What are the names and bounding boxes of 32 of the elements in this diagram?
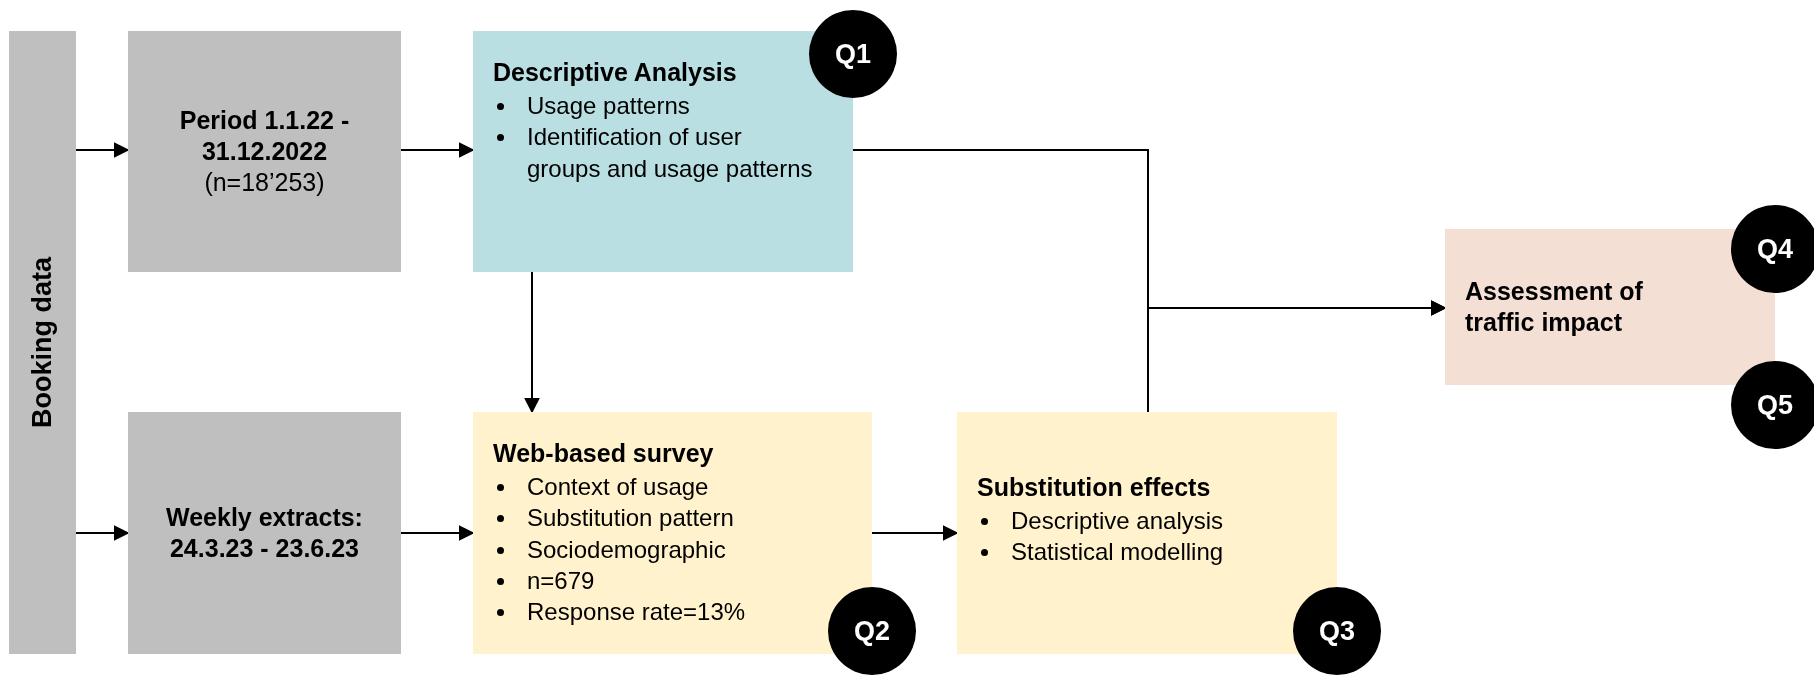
bullet-item: Substitution pattern — [527, 502, 832, 534]
box-heading: Assessment of traffic impact — [1465, 275, 1644, 338]
bullet-item: n=679 — [527, 564, 832, 596]
bullet-item: Descriptive analysis — [1011, 505, 1297, 537]
bullet-item: Response rate=13% — [527, 596, 832, 628]
box-heading: Substitution effects — [977, 472, 1212, 503]
arrow — [400, 525, 475, 541]
bar-label: Booking data — [27, 257, 58, 428]
bullet-item: Sociodemographic — [527, 533, 832, 565]
arrow — [1147, 300, 1447, 413]
arrow — [524, 271, 540, 414]
question-label: Q2 — [854, 615, 890, 647]
question-label: Q5 — [1757, 389, 1793, 421]
bullet-item: Identification of user groups and usage patterns — [527, 121, 813, 184]
bullet-item: Context of usage — [527, 471, 832, 503]
box-heading: Period 1.1.22 - 31.12.2022 — [178, 104, 351, 167]
box-note: (n=18’253) — [204, 167, 325, 199]
question-label: Q4 — [1757, 233, 1793, 265]
box-heading: Descriptive Analysis — [493, 57, 738, 88]
box-heading: Weekly extracts: 24.3.23 - 23.6.23 — [165, 501, 364, 564]
data-box — [128, 31, 401, 272]
bullet-item: Statistical modelling — [1011, 536, 1297, 568]
arrow — [75, 142, 130, 158]
data-box — [128, 412, 401, 654]
arrow — [75, 525, 130, 541]
box-heading: Web-based survey — [493, 438, 715, 469]
arrow — [871, 525, 959, 541]
bullet-item: Usage patterns — [527, 90, 813, 122]
arrow — [400, 142, 475, 158]
question-label: Q3 — [1319, 615, 1355, 647]
source-bar — [9, 31, 76, 654]
question-label: Q1 — [835, 38, 871, 70]
